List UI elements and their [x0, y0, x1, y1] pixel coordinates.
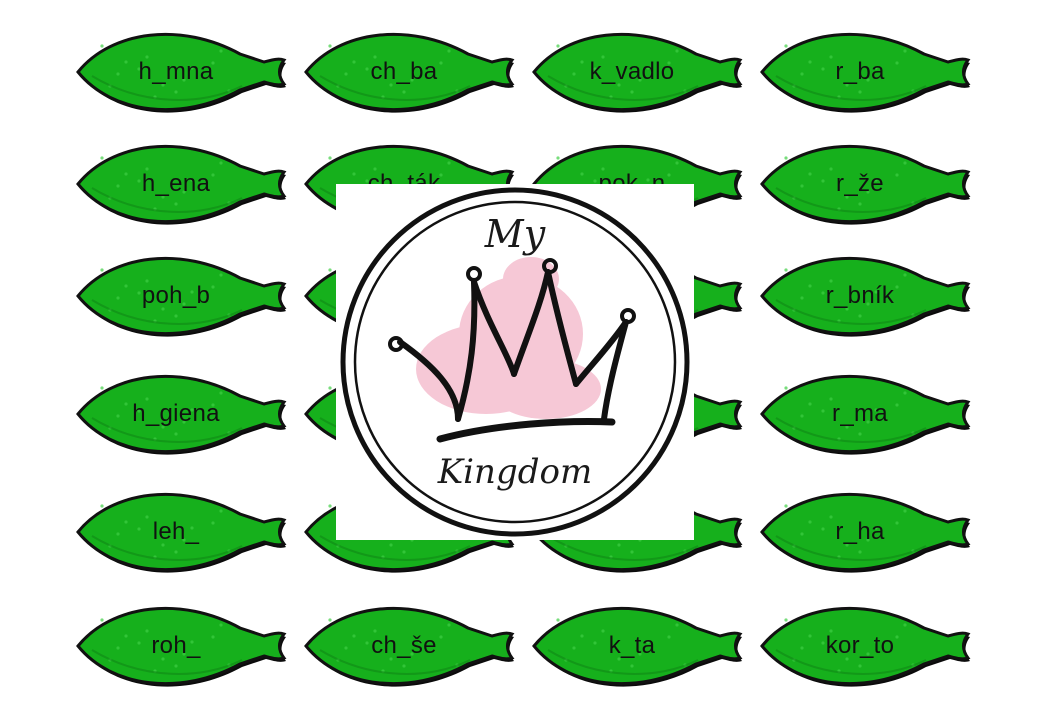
leaf-icon: [532, 606, 743, 687]
leaf-word: h_mna: [138, 58, 214, 85]
leaf-icon: [76, 144, 287, 225]
leaf-icon: [760, 144, 971, 225]
watercolor-blush: [416, 257, 601, 419]
leaf-icon: [76, 492, 287, 573]
leaf-icon: [532, 32, 743, 113]
leaf-word: r_ba: [835, 58, 885, 85]
leaf-card: ch_ba: [300, 16, 515, 128]
leaf-card: k_ta: [528, 590, 743, 702]
leaf-icon: [76, 32, 287, 113]
leaf-word: k_ta: [608, 632, 656, 659]
leaf-word: h_giena: [132, 400, 220, 427]
leaf-icon: [76, 606, 287, 687]
leaf-icon: [760, 32, 971, 113]
leaf-word: poh_b: [141, 282, 211, 309]
leaf-card: r_ba: [756, 16, 971, 128]
leaf-card: h_mna: [72, 16, 287, 128]
leaf-word: r_že: [836, 170, 884, 197]
leaf-card: h_giena: [72, 358, 287, 470]
leaf-card: ch_še: [300, 590, 515, 702]
leaf-word: kor_to: [825, 632, 895, 659]
leaf-icon: [76, 256, 287, 337]
leaf-word: h_ena: [141, 170, 211, 197]
leaf-word: ch_še: [371, 632, 437, 659]
leaf-icon: [760, 492, 971, 573]
leaf-word: r_ma: [832, 400, 888, 427]
leaf-word: roh_: [151, 632, 201, 659]
leaf-word: leh_: [152, 518, 200, 545]
leaf-card: roh_: [72, 590, 287, 702]
leaf-card: leh_: [72, 476, 287, 588]
leaf-word: r_ha: [835, 518, 885, 545]
leaf-card: kor_to: [756, 590, 971, 702]
leaf-icon: [760, 606, 971, 687]
leaf-word: k_vadlo: [589, 58, 675, 85]
leaf-icon: [304, 606, 515, 687]
leaf-card: r_ma: [756, 358, 971, 470]
leaf-card: k_vadlo: [528, 16, 743, 128]
leaf-word: r_bník: [825, 282, 895, 309]
leaf-icon: [760, 256, 971, 337]
leaf-icon: [304, 32, 515, 113]
logo-bottom-text: Kingdom: [437, 452, 593, 492]
my-kingdom-logo: My Kingdom: [336, 184, 694, 540]
leaf-card: r_že: [756, 128, 971, 240]
leaf-icon: [76, 374, 287, 455]
logo-top-text: My: [484, 212, 546, 256]
leaf-card: r_bník: [756, 240, 971, 352]
crown-icon: [388, 258, 636, 443]
leaf-card: r_ha: [756, 476, 971, 588]
leaf-card: h_ena: [72, 128, 287, 240]
logo-emblem: [340, 187, 690, 537]
leaf-card: poh_b: [72, 240, 287, 352]
leaf-icon: [760, 374, 971, 455]
leaf-word: ch_ba: [370, 58, 438, 85]
